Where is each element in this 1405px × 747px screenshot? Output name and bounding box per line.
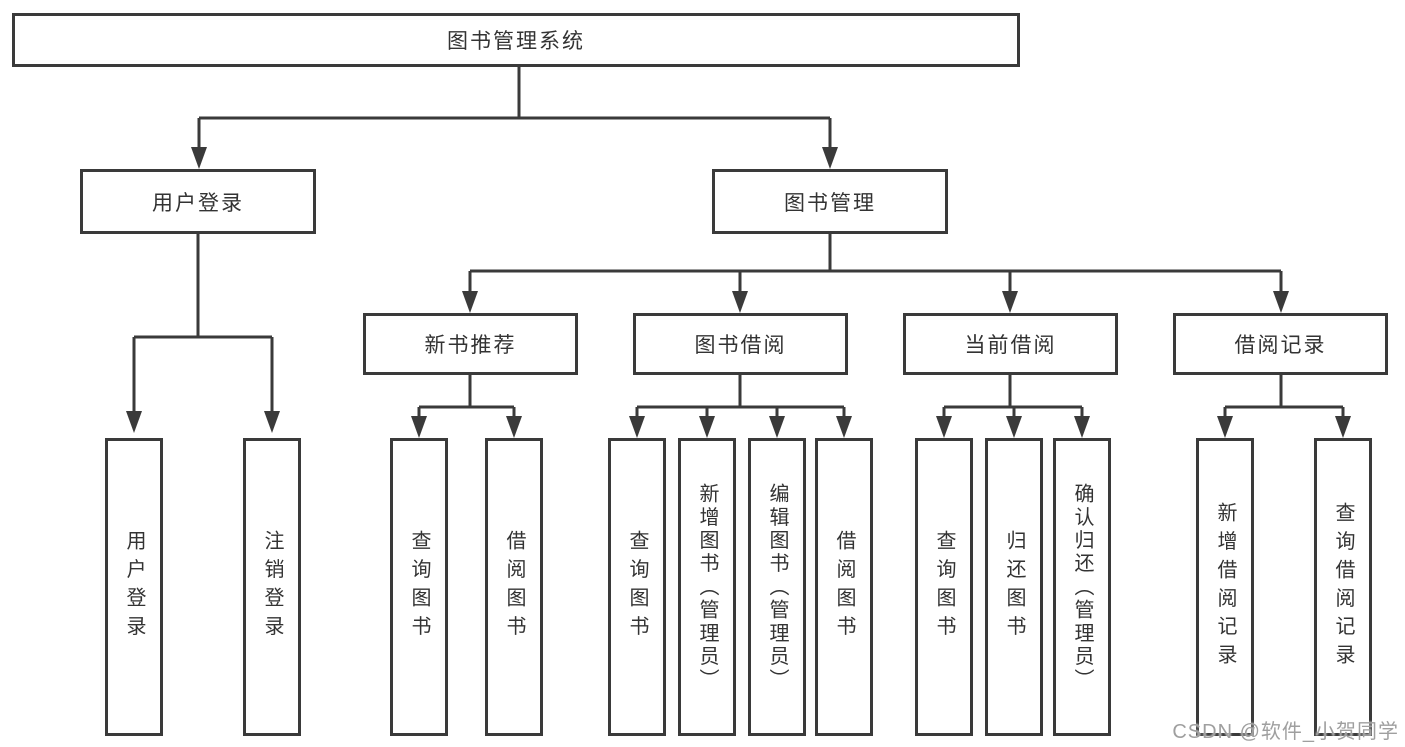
node-book-management-label: 图书管理 [784, 191, 876, 215]
leaf-user-login-label: 用户登录 [123, 530, 145, 644]
leaf-logout-label: 注销登录 [261, 530, 283, 644]
leaf-confirm-return-admin: 确认归还（管理员） [1053, 438, 1111, 736]
leaf-return-books-label: 归还图书 [1003, 530, 1025, 644]
root-node-library-system: 图书管理系统 [12, 13, 1020, 67]
node-current-borrow-label: 当前借阅 [964, 334, 1057, 357]
arrow-head [836, 416, 852, 438]
node-book-borrow-label: 图书借阅 [694, 334, 787, 357]
arrow-head [822, 147, 838, 169]
leaf-confirm-return-admin-label: 确认归还（管理员） [1071, 482, 1093, 692]
leaf-query-borrow-record-label: 查询借阅记录 [1332, 501, 1354, 673]
leaf-add-books-admin-label: 新增图书（管理员） [696, 482, 718, 692]
leaf-user-login: 用户登录 [105, 438, 163, 736]
arrow-head [191, 147, 207, 169]
arrow-head [1002, 291, 1018, 313]
leaf-recommend-borrow-books-label: 借阅图书 [503, 530, 525, 644]
arrow-head [1335, 416, 1351, 438]
node-book-borrow: 图书借阅 [633, 313, 848, 375]
leaf-borrow-query-books-label: 查询图书 [626, 530, 648, 644]
leaf-logout: 注销登录 [243, 438, 301, 736]
node-book-management: 图书管理 [712, 169, 948, 234]
arrow-head [126, 411, 142, 433]
arrow-head [1006, 416, 1022, 438]
leaf-add-borrow-record: 新增借阅记录 [1196, 438, 1254, 736]
arrow-head [936, 416, 952, 438]
leaf-add-borrow-record-label: 新增借阅记录 [1214, 501, 1236, 673]
leaf-recommend-borrow-books: 借阅图书 [485, 438, 543, 736]
node-borrow-records-label: 借阅记录 [1234, 334, 1327, 357]
connector-lines [132, 67, 1345, 417]
arrow-head [264, 411, 280, 433]
arrow-head [506, 416, 522, 438]
arrow-heads [126, 147, 1351, 438]
arrow-head [769, 416, 785, 438]
node-borrow-records: 借阅记录 [1173, 313, 1388, 375]
arrow-head [411, 416, 427, 438]
arrow-head [1273, 291, 1289, 313]
leaf-current-query-books-label: 查询图书 [933, 530, 955, 644]
leaf-return-books: 归还图书 [985, 438, 1043, 736]
node-current-borrow: 当前借阅 [903, 313, 1118, 375]
arrow-head [732, 291, 748, 313]
leaf-edit-books-admin: 编辑图书（管理员） [748, 438, 806, 736]
arrow-head [629, 416, 645, 438]
leaf-recommend-query-books: 查询图书 [390, 438, 448, 736]
root-node-label: 图书管理系统 [447, 30, 585, 53]
node-user-login-label: 用户登录 [152, 191, 244, 215]
leaf-borrow-query-books: 查询图书 [608, 438, 666, 736]
leaf-borrow-borrow-books: 借阅图书 [815, 438, 873, 736]
leaf-current-query-books: 查询图书 [915, 438, 973, 736]
leaf-recommend-query-books-label: 查询图书 [408, 530, 430, 644]
leaf-edit-books-admin-label: 编辑图书（管理员） [766, 482, 788, 692]
arrow-head [699, 416, 715, 438]
arrow-head [462, 291, 478, 313]
leaf-borrow-borrow-books-label: 借阅图书 [833, 530, 855, 644]
node-new-book-recommend-label: 新书推荐 [424, 334, 517, 357]
node-user-login: 用户登录 [80, 169, 316, 234]
csdn-watermark: CSDN @软件_小贺同学 [1172, 721, 1399, 743]
leaf-query-borrow-record: 查询借阅记录 [1314, 438, 1372, 736]
arrow-head [1074, 416, 1090, 438]
arrow-head [1217, 416, 1233, 438]
node-new-book-recommend: 新书推荐 [363, 313, 578, 375]
leaf-add-books-admin: 新增图书（管理员） [678, 438, 736, 736]
